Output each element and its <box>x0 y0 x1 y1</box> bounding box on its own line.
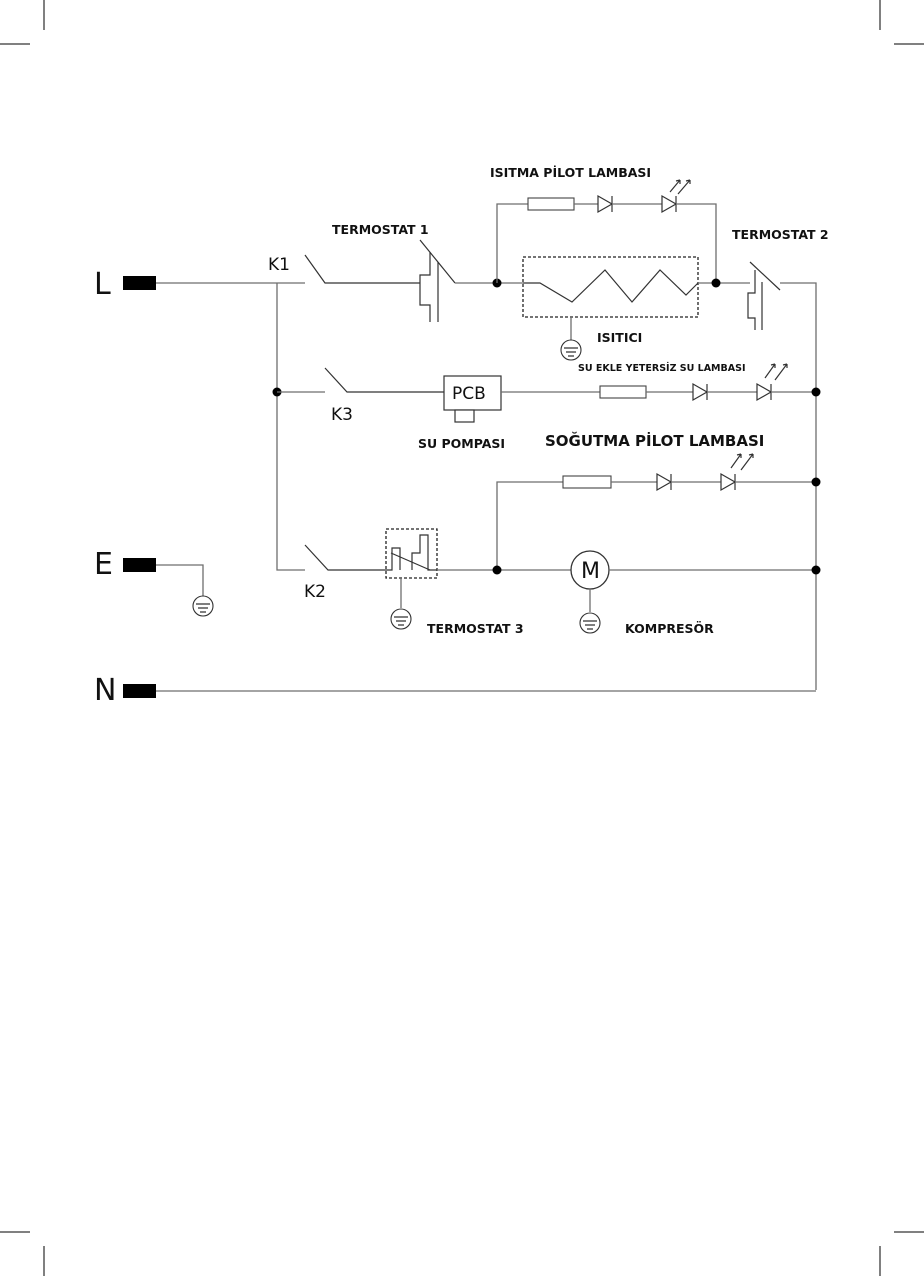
k1-label: K1 <box>268 255 290 275</box>
terminal-n-label: N <box>94 673 116 708</box>
water-lamp-led <box>757 364 787 400</box>
earth-ground-icon <box>193 596 213 616</box>
pump-box <box>455 410 474 422</box>
terminal-e-label: E <box>94 547 113 582</box>
motor-label: M <box>581 559 600 584</box>
junction-dot <box>712 279 721 288</box>
heat-lamp-resistor <box>528 198 574 210</box>
k2-switch <box>305 545 386 570</box>
termostat1-symbol <box>420 240 455 322</box>
cooling-lamp-label: SOĞUTMA PİLOT LAMBASI <box>545 431 764 450</box>
termostat3-ground-icon <box>391 609 411 629</box>
heat-lamp-right-wire <box>676 204 716 283</box>
heat-lamp-led <box>662 180 690 212</box>
k1-switch <box>305 255 420 283</box>
termostat1-label: TERMOSTAT 1 <box>332 222 429 237</box>
heat-lamp-diode-1 <box>598 196 612 212</box>
terminal-l-block <box>123 276 156 290</box>
compressor-label: KOMPRESÖR <box>625 621 714 636</box>
termostat3-label: TERMOSTAT 3 <box>427 621 524 636</box>
terminal-n-block <box>123 684 156 698</box>
cool-lamp-resistor <box>563 476 611 488</box>
junction-dot <box>812 388 821 397</box>
water-lamp-label: SU EKLE YETERSİZ SU LAMBASI <box>578 363 745 374</box>
pcb-label: PCB <box>452 384 486 404</box>
termostat2-symbol <box>748 262 780 330</box>
k3-label: K3 <box>331 405 353 425</box>
motor-ground-icon <box>580 613 600 633</box>
termostat3-symbol <box>386 535 437 570</box>
right-bus-wire <box>780 283 816 690</box>
pump-label: SU POMPASI <box>418 436 505 451</box>
terminal-l-label: L <box>94 267 111 302</box>
cool-lamp-diode-1 <box>657 474 671 490</box>
terminal-e-block <box>123 558 156 572</box>
heater-enclosure <box>523 257 698 317</box>
heater-coil <box>523 270 698 302</box>
earth-wire <box>156 565 203 596</box>
cool-lamp-left-wire <box>497 482 563 570</box>
k3-switch <box>325 368 444 392</box>
junction-dot <box>812 478 821 487</box>
heater-label: ISITICI <box>597 330 642 345</box>
heating-lamp-label: ISITMA PİLOT LAMBASI <box>490 165 651 180</box>
junction-dot <box>812 566 821 575</box>
k2-label: K2 <box>304 582 326 602</box>
junction-dot <box>493 566 502 575</box>
left-bus-wire <box>277 283 305 570</box>
water-lamp-resistor <box>600 386 646 398</box>
termostat2-label: TERMOSTAT 2 <box>732 227 829 242</box>
water-lamp-diode-1 <box>693 384 707 400</box>
heater-ground-icon <box>561 340 581 360</box>
cool-lamp-led <box>721 454 753 490</box>
